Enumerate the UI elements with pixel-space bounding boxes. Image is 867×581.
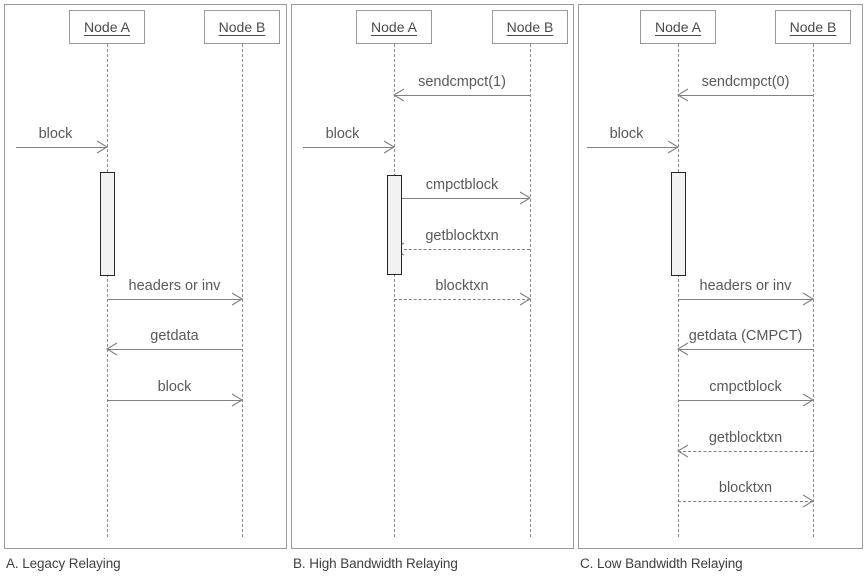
lifeline-node-b-a: [242, 44, 243, 537]
message-label: block: [38, 126, 73, 143]
arrowhead-right-icon: [231, 393, 244, 407]
message-line: [303, 147, 394, 148]
arrowhead-right-icon: [231, 292, 244, 306]
participant-label: Node B: [506, 19, 554, 35]
message-label: block: [609, 126, 644, 143]
participant-box-node-b-a: Node B: [204, 10, 280, 44]
message-label: block: [157, 379, 192, 396]
message-line: [678, 451, 813, 452]
arrowhead-right-icon: [802, 292, 815, 306]
participant-box-node-a-b: Node A: [356, 10, 432, 44]
message-label: cmpctblock: [709, 379, 782, 396]
arrowhead-left-icon: [676, 342, 689, 356]
message-label: block: [325, 126, 360, 143]
participant-box-node-b-c: Node B: [775, 10, 851, 44]
message-label: blocktxn: [435, 278, 489, 295]
lifeline-node-a-b: [394, 44, 395, 537]
message-label: headers or inv: [128, 278, 221, 295]
participant-label: Node B: [218, 19, 266, 35]
arrowhead-right-icon: [96, 140, 109, 154]
message-label: blocktxn: [718, 480, 773, 497]
message-label: headers or inv: [699, 278, 792, 295]
message-line: [678, 299, 813, 300]
participant-label: Node A: [84, 19, 130, 35]
arrowhead-left-icon: [676, 444, 689, 458]
participant-label: Node A: [371, 19, 417, 35]
panel-caption-b: B. High Bandwidth Relaying: [293, 556, 458, 571]
panel-a: [4, 4, 287, 549]
arrowhead-right-icon: [383, 140, 396, 154]
arrowhead-right-icon: [802, 494, 815, 508]
message-line: [107, 299, 242, 300]
message-line: [394, 249, 530, 250]
message-label: sendcmpct(0): [701, 74, 790, 91]
lifeline-node-b-b: [530, 44, 531, 537]
message-line: [678, 349, 813, 350]
message-line: [678, 400, 813, 401]
panel-b: [291, 4, 574, 549]
participant-box-node-a-c: Node A: [640, 10, 716, 44]
message-label: getdata (CMPCT): [688, 328, 803, 345]
lifeline-node-a-a: [107, 44, 108, 537]
message-label: cmpctblock: [425, 177, 499, 194]
arrowhead-right-icon: [519, 191, 532, 205]
participant-box-node-a-a: Node A: [69, 10, 145, 44]
message-line: [16, 147, 107, 148]
participant-label: Node A: [655, 19, 701, 35]
message-line: [107, 349, 242, 350]
message-line: [678, 501, 813, 502]
message-line: [678, 95, 813, 96]
lifeline-node-b-c: [813, 44, 814, 537]
arrowhead-right-icon: [519, 292, 532, 306]
panel-caption-a: A. Legacy Relaying: [6, 556, 121, 571]
arrowhead-left-icon: [105, 342, 118, 356]
activation-bar-c: [671, 172, 686, 276]
activation-bar-a: [100, 172, 115, 276]
message-label: getblocktxn: [708, 430, 783, 447]
arrowhead-left-icon: [392, 88, 405, 102]
participant-label: Node B: [789, 19, 837, 35]
panel-caption-c: C. Low Bandwidth Relaying: [580, 556, 743, 571]
panel-c: [578, 4, 863, 549]
message-line: [107, 400, 242, 401]
participant-box-node-b-b: Node B: [492, 10, 568, 44]
message-line: [394, 299, 530, 300]
message-line: [394, 198, 530, 199]
arrowhead-left-icon: [676, 88, 689, 102]
message-label: getblocktxn: [425, 228, 499, 245]
arrowhead-right-icon: [667, 140, 680, 154]
activation-bar-b: [387, 175, 402, 275]
message-line: [587, 147, 678, 148]
lifeline-node-a-c: [678, 44, 679, 537]
message-label: sendcmpct(1): [418, 74, 506, 91]
arrowhead-right-icon: [802, 393, 815, 407]
message-label: getdata: [150, 328, 199, 345]
message-line: [394, 95, 530, 96]
